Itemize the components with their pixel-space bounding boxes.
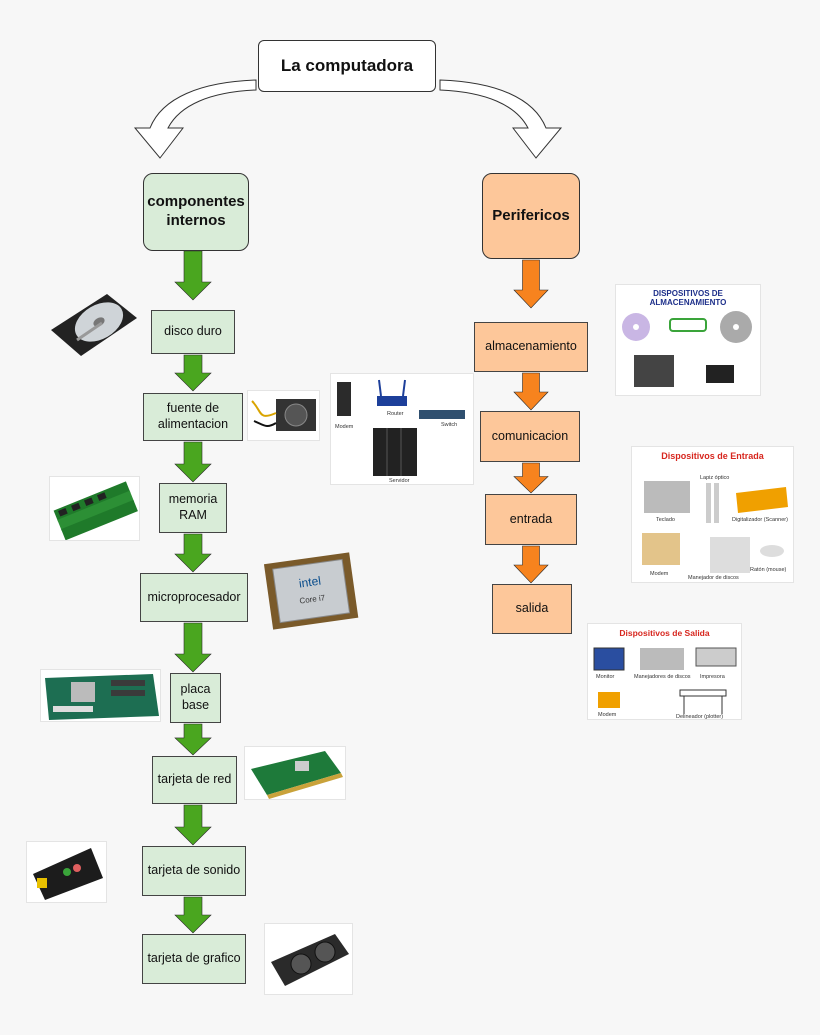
label-manejador: Manejador de discos — [688, 575, 739, 581]
label-raton: Ratón (mouse) — [750, 567, 787, 573]
node-almacenamiento: almacenamiento — [474, 322, 588, 372]
node-tarjeta-grafico: tarjeta de grafico — [142, 934, 246, 984]
orange-arrow-1 — [513, 372, 549, 411]
green-arrow-group — [174, 250, 212, 934]
perifericos-node: Perifericos — [482, 173, 580, 259]
node-disco-duro: disco duro — [151, 310, 235, 354]
label-manejadores: Manejadores de discos — [634, 674, 691, 680]
input-devices-image: Dispositivos de Entrada Teclado Lapiz óp… — [631, 446, 794, 583]
orange-arrow-group — [513, 259, 549, 584]
green-arrow-0 — [174, 250, 212, 301]
storage-devices-image: DISPOSITIVOS DE ALMACENAMIENTO — [615, 284, 761, 396]
output-panel-title: Dispositivos de Salida — [619, 628, 710, 638]
node-entrada: entrada — [485, 494, 577, 545]
label-scanner: Digitalizador (Scanner) — [732, 517, 788, 523]
label-modem-out: Modem — [598, 712, 617, 718]
input-panel-title: Dispositivos de Entrada — [661, 451, 764, 461]
label-impresora: Impresora — [700, 674, 725, 680]
node-placa-base: placa base — [170, 673, 221, 723]
green-arrow-7 — [174, 896, 212, 934]
node-salida: salida — [492, 584, 572, 634]
label-router: Router — [387, 411, 404, 417]
curved-arrow-right — [439, 79, 563, 159]
sound-card-image — [26, 841, 107, 903]
hard-disk-image — [47, 290, 139, 362]
label-servidor: Servidor — [389, 478, 410, 484]
green-arrow-3 — [174, 533, 212, 573]
root-node: La computadora — [258, 40, 436, 92]
power-supply-image — [247, 390, 320, 441]
label-modem: Modem — [335, 424, 354, 430]
orange-arrow-2 — [513, 462, 549, 494]
label-switch: Switch — [441, 422, 458, 428]
green-arrow-1 — [174, 354, 212, 392]
cpu-model: Core i7 — [299, 593, 326, 606]
output-devices-image: Dispositivos de Salida Monitor Manejador… — [587, 623, 742, 720]
cpu-brand: intel — [298, 574, 322, 591]
label-modem-in: Modem — [650, 571, 669, 577]
internal-components-node: componentes internos — [143, 173, 249, 251]
curved-arrow-left — [133, 79, 257, 159]
node-tarjeta-red: tarjeta de red — [152, 756, 237, 804]
cpu-image: intel Core i7 — [254, 546, 368, 634]
green-arrow-6 — [174, 804, 212, 846]
ram-image — [49, 476, 140, 541]
network-card-image — [244, 746, 346, 800]
label-monitor: Monitor — [596, 674, 615, 680]
label-lapiz: Lapiz óptico — [700, 475, 730, 481]
label-teclado: Teclado — [656, 517, 675, 523]
graphics-card-image — [264, 923, 353, 995]
node-fuente-alimentacion: fuente de alimentacion — [143, 393, 243, 441]
node-memoria-ram: memoria RAM — [159, 483, 227, 533]
node-microprocesador: microprocesador — [140, 573, 248, 622]
node-comunicacion: comunicacion — [480, 411, 580, 462]
node-tarjeta-sonido: tarjeta de sonido — [142, 846, 246, 896]
green-arrow-2 — [174, 441, 212, 483]
motherboard-image — [40, 669, 161, 722]
label-plotter: Delineador (plotter) — [676, 714, 724, 720]
orange-arrow-3 — [513, 545, 549, 584]
green-arrow-5 — [174, 723, 212, 756]
orange-arrow-0 — [513, 259, 549, 309]
green-arrow-4 — [174, 622, 212, 673]
storage-panel-title: DISPOSITIVOS DE ALMACENAMIENTO — [649, 289, 727, 307]
network-devices-image: Modem Router Switch Servidor — [330, 373, 474, 485]
